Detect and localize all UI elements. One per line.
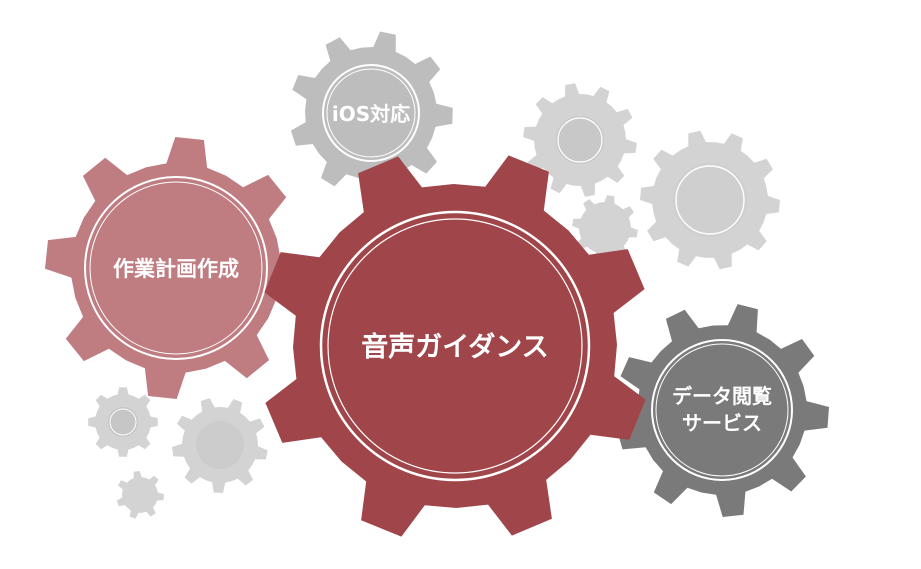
gear-planning: 作業計画作成 [45, 137, 307, 399]
gear-ios: iOS対応 [290, 31, 453, 195]
small-gear-bottom-center-left [172, 398, 268, 493]
gear-data-label-line1: データ閲覧 [672, 384, 772, 408]
tiny-gear-bottom-left [116, 471, 164, 519]
gear-planning-label: 作業計画作成 [113, 257, 239, 281]
small-gear-top-center [523, 83, 637, 197]
gear-data-label-line2: サービス [682, 411, 762, 435]
small-gear-right [640, 130, 780, 270]
small-gear-bottom-left [88, 387, 158, 457]
gear-main: 音声ガイダンス [264, 155, 646, 537]
gear-main-label: 音声ガイダンス [361, 331, 548, 363]
gear-ios-label: iOS対応 [332, 102, 410, 126]
gear-data-service: データ閲覧 サービス [616, 304, 829, 517]
tiny-gear-middle-right [572, 195, 638, 261]
